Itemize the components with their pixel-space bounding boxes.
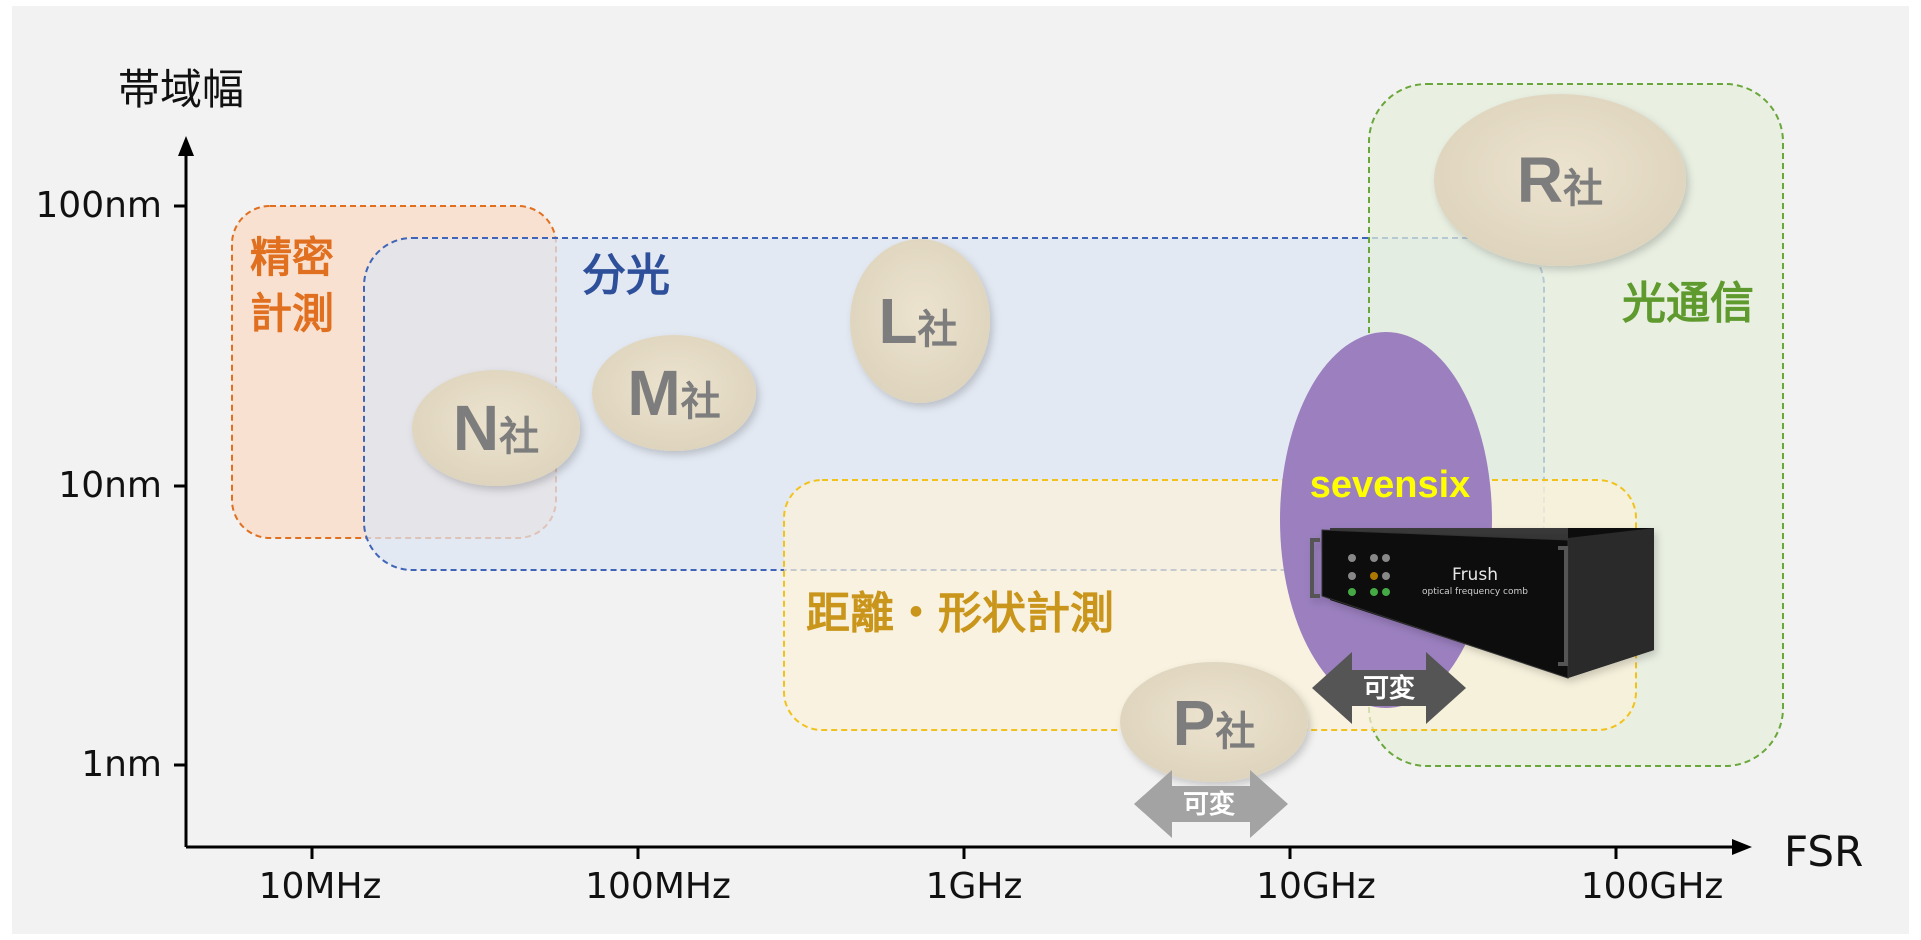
frush-device-image	[1310, 528, 1654, 679]
device-subtitle: optical frequency comb	[1422, 587, 1528, 597]
sevensix-region	[1280, 332, 1492, 708]
company-m	[592, 335, 756, 451]
company-n	[412, 370, 580, 486]
y-tick-label: 1nm	[81, 744, 162, 785]
company-m-label: M社	[627, 357, 720, 429]
x-tick-label: 100GHz	[1581, 866, 1724, 907]
p-variable-label: 可変	[1183, 789, 1235, 820]
company-r	[1434, 94, 1686, 266]
x-tick-label: 100MHz	[585, 866, 731, 907]
sevensix-label: sevensix	[1310, 464, 1471, 506]
y-axis-arrowhead	[178, 136, 194, 156]
y-tick-label: 100nm	[35, 185, 162, 226]
y-tick-label: 10nm	[58, 465, 162, 506]
company-p-label: P社	[1173, 687, 1256, 759]
device-brand: Frush	[1452, 565, 1498, 585]
region-spectroscopy-label: 分光	[582, 250, 670, 301]
x-axis-arrowhead	[1732, 839, 1752, 855]
x-tick-label: 10MHz	[259, 866, 382, 907]
sevensix-variable-label: 可変	[1363, 673, 1415, 704]
company-p	[1120, 662, 1308, 782]
company-l	[850, 239, 990, 403]
x-axis-title: FSR	[1784, 827, 1863, 876]
x-tick-label: 10GHz	[1256, 866, 1376, 907]
region-optical-comm-label: 光通信	[1622, 278, 1754, 329]
region-precision-label-line2: 計測	[250, 289, 334, 338]
sevensix-variable-arrow	[1312, 652, 1466, 724]
company-r-label: R社	[1517, 144, 1603, 216]
p-variable-arrow	[1134, 770, 1288, 838]
y-axis-title: 帯域幅	[118, 65, 244, 114]
region-precision-label-line1: 精密	[250, 233, 334, 282]
region-distance-label: 距離・形状計測	[806, 588, 1114, 639]
company-l-label: L社	[878, 285, 957, 357]
company-n-label: N社	[453, 392, 539, 464]
x-tick-label: 1GHz	[926, 866, 1023, 907]
